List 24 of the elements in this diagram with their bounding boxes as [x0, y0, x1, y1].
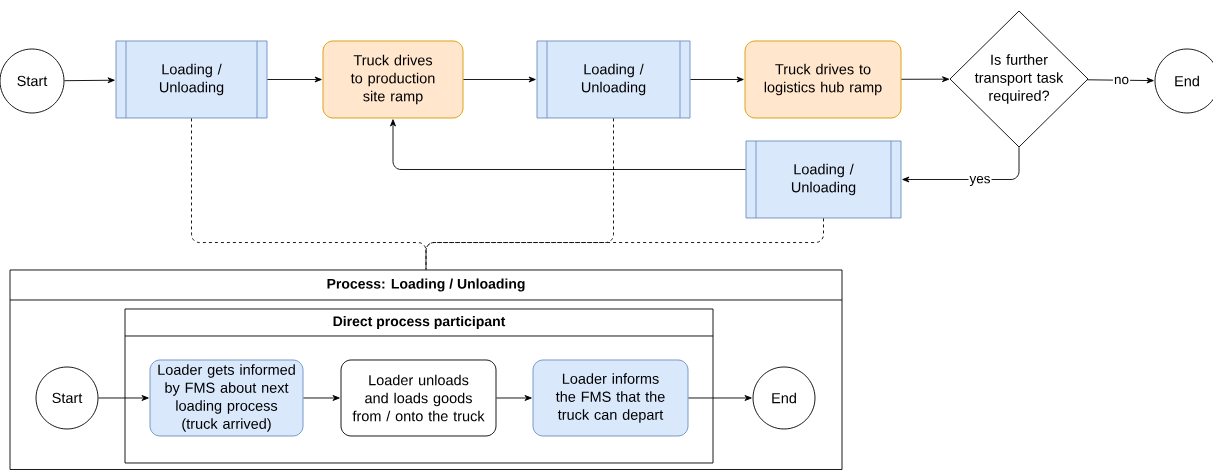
arrow	[902, 146, 1020, 183]
arrow	[1086, 77, 1154, 84]
arrow	[98, 395, 149, 401]
arrow	[64, 77, 115, 84]
arrow	[267, 76, 322, 83]
process-box: Truck drives to logistics hub ramp	[744, 40, 902, 119]
process-box: Loader gets informed by FMS about next loading process (truck arrived)	[149, 359, 304, 437]
arrow	[901, 76, 950, 83]
subprocess-box: Loading / Unloading	[745, 140, 902, 219]
process-box: Loader informs the FMS that the truck can depart	[532, 359, 689, 437]
arrow	[303, 395, 340, 401]
process-box: Truck drives to production site ramp	[322, 40, 464, 119]
process-box: Loader unloads and loads goods from / onto the truck	[340, 359, 497, 437]
dashed-connector	[425, 118, 614, 270]
arrow	[463, 76, 536, 83]
edge-label: no	[1113, 75, 1130, 86]
edge-label: yes	[968, 174, 992, 188]
arrow	[688, 395, 752, 401]
arrow	[390, 119, 746, 170]
subprocess-box: Loading / Unloading	[115, 40, 268, 119]
dashed-connector	[425, 218, 824, 270]
arrow	[690, 76, 744, 83]
subprocess-box: Loading / Unloading	[536, 40, 691, 119]
arrow	[496, 395, 532, 401]
